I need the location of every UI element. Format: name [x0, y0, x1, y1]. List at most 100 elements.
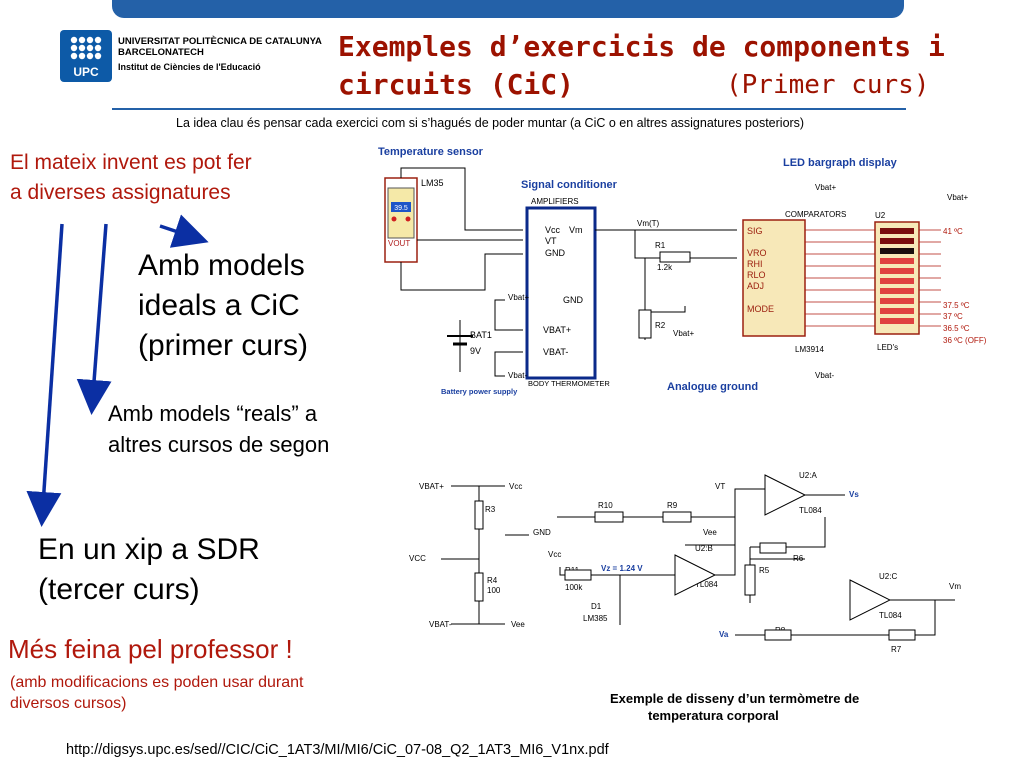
analogue-ground-label: Analogue ground	[667, 381, 758, 393]
u2-label: U2	[875, 211, 886, 220]
r1-resistor	[659, 251, 691, 263]
source-url[interactable]: http://digsys.upc.es/sed//CIC/CiC_1AT3/M…	[66, 742, 609, 758]
chip-adj: ADJ	[747, 281, 764, 291]
r2-resistor	[638, 309, 652, 339]
intro-text: El mateix invent es pot fer a diverses a…	[10, 151, 252, 204]
vbat-minus-3: Vbat-	[815, 371, 834, 380]
svg-text:Vz = 1.24 V: Vz = 1.24 V	[601, 564, 643, 573]
svg-text:U2:A: U2:A	[799, 471, 817, 480]
arrow-to-sdr	[26, 223, 64, 527]
body-thermometer-label: BODY THERMOMETER	[528, 379, 610, 388]
chip-rhi: RHI	[747, 259, 763, 269]
svg-text:VBAT-: VBAT-	[429, 620, 452, 629]
lm35-label: LM35	[421, 178, 444, 188]
leds-label: LED's	[877, 343, 898, 352]
real-models-text: Amb models “reals” a altres cursos de se…	[108, 401, 330, 457]
svg-text:100k: 100k	[565, 583, 583, 592]
top-bar	[112, 0, 904, 18]
svg-text:R10: R10	[598, 501, 613, 510]
r2-label: R2	[655, 321, 666, 330]
temp-37: 37 ºC	[943, 312, 963, 321]
svg-text:Vee: Vee	[511, 620, 525, 629]
svg-text:U2:B: U2:B	[695, 544, 713, 553]
chip-sig: SIG	[747, 226, 763, 236]
svg-text:Vs: Vs	[849, 490, 859, 499]
svg-text:100: 100	[487, 586, 501, 595]
top-schematic: Temperature sensor LM35 39.5 VOUT Signal…	[375, 140, 995, 402]
svg-text:Va: Va	[719, 630, 729, 639]
svg-text:R3: R3	[485, 505, 496, 514]
vbat-plus-3: Vbat+	[815, 183, 836, 192]
vbat-plus-2: Vbat+	[673, 329, 694, 338]
page-title: Exemples d’exercicis de components i cir…	[338, 30, 945, 101]
battery-label: BAT1	[470, 330, 492, 340]
svg-text:Vcc: Vcc	[509, 482, 522, 491]
bottom-schematic: VBAT+ Vcc R3 GND VCC R4 100 VBAT- Vee R1…	[409, 471, 961, 654]
svg-text:U2:C: U2:C	[879, 572, 897, 581]
university-name: UNIVERSITAT POLITÈCNICA DE CATALUNYA BAR…	[118, 36, 322, 72]
svg-text:VT: VT	[715, 482, 725, 491]
vout-label: VOUT	[388, 239, 410, 248]
chip-vro: VRO	[747, 248, 767, 258]
arrows-layer	[26, 214, 209, 527]
upc-logo: UPC	[60, 30, 112, 82]
pin-vbatm: VBAT-	[543, 347, 568, 357]
lm3914-chip	[742, 219, 806, 337]
comparators-label: COMPARATORS	[785, 210, 846, 219]
sdr-text: En un xip a SDR (tercer curs)	[38, 533, 260, 606]
chip-mode: MODE	[747, 304, 774, 314]
svg-text:R7: R7	[891, 645, 902, 654]
title-rule	[112, 108, 906, 110]
vm-t-label: Vm(T)	[637, 219, 660, 228]
svg-text:TL084: TL084	[799, 506, 822, 515]
subtitle: (Primer curs)	[726, 70, 930, 100]
pin-vbatp: VBAT+	[543, 325, 571, 335]
svg-text:VBAT+: VBAT+	[419, 482, 444, 491]
svg-text:TL084: TL084	[879, 611, 902, 620]
svg-text:GND: GND	[533, 528, 551, 537]
vbat-minus-1: Vbat-	[508, 371, 527, 380]
svg-text:R9: R9	[667, 501, 678, 510]
sensor-reading: 39.5	[394, 205, 408, 212]
design-caption: Exemple de disseny d’un termòmetre de te…	[610, 691, 860, 723]
chip-name: LM3914	[795, 345, 824, 354]
svg-text:Vm: Vm	[949, 582, 961, 591]
vbat-plus-4: Vbat+	[947, 193, 968, 202]
temperature-sensor-label: Temperature sensor	[378, 146, 484, 158]
more-work-note: (amb modificacions es poden usar durant …	[10, 674, 304, 712]
svg-text:R4: R4	[487, 576, 498, 585]
temp-37-5: 37.5 ºC	[943, 301, 970, 310]
r1-label: R1	[655, 241, 666, 250]
pin-vm: Vm	[569, 225, 583, 235]
signal-conditioner-label: Signal conditioner	[521, 179, 618, 191]
chip-rlo: RLO	[747, 270, 766, 280]
pin-gnd-2: GND	[563, 295, 584, 305]
svg-text:Vee: Vee	[703, 528, 717, 537]
temp-41: 41 ºC	[943, 227, 963, 236]
vbat-plus-1: Vbat+	[508, 293, 529, 302]
logo-text: UPC	[73, 65, 99, 79]
svg-text:Vcc: Vcc	[548, 550, 561, 559]
more-work-text: Més feina pel professor !	[8, 634, 293, 664]
arrow-to-real	[76, 223, 112, 415]
temp-36-5: 36.5 ºC	[943, 324, 970, 333]
battery-voltage: 9V	[470, 346, 481, 356]
pin-vt: VT	[545, 236, 557, 246]
amplifier-block	[525, 206, 597, 380]
battery-supply-label: Battery power supply	[441, 387, 518, 396]
arrow-to-ideal	[159, 214, 209, 248]
led-segments	[880, 228, 914, 324]
temp-36: 36 ºC (OFF)	[943, 336, 987, 345]
r1-value: 1.2k	[657, 263, 673, 272]
pin-vcc: Vcc	[545, 225, 561, 235]
svg-text:D1: D1	[591, 602, 602, 611]
pin-gnd: GND	[545, 248, 566, 258]
amplifiers-label: AMPLIFIERS	[531, 197, 579, 206]
svg-text:R5: R5	[759, 566, 770, 575]
ideal-models-text: Amb models ideals a CiC (primer curs)	[138, 249, 308, 362]
svg-text:VCC: VCC	[409, 554, 426, 563]
svg-text:LM385: LM385	[583, 614, 608, 623]
key-idea-text: La idea clau és pensar cada exercici com…	[176, 116, 805, 130]
svg-text:TL084: TL084	[695, 580, 718, 589]
led-display-label: LED bargraph display	[783, 157, 898, 169]
